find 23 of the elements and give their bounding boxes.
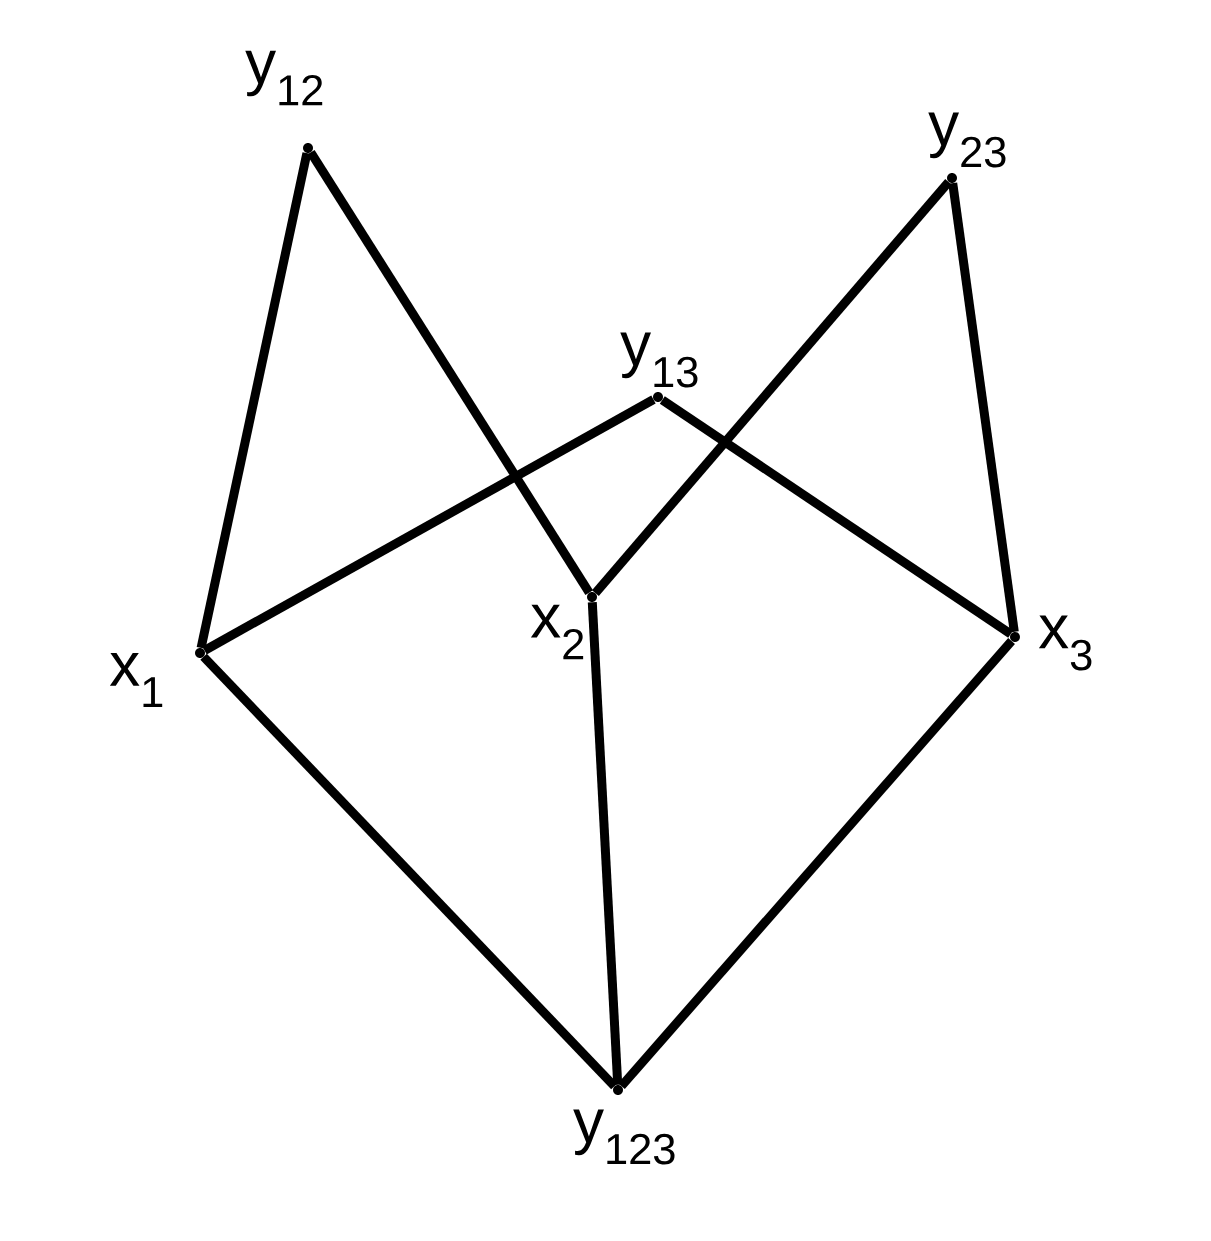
line [618, 637, 1015, 1090]
vertex-label: y$_{23}$ [928, 112, 1006, 168]
vertex-point [587, 592, 597, 602]
vertex-label: x$_{1}$ [109, 653, 163, 708]
vertex-label: x$_{2}$ [530, 604, 584, 660]
vertex-point [303, 143, 313, 153]
vertex-point [1010, 632, 1020, 642]
line [200, 653, 618, 1090]
vertex-label: y$_{13}$ [620, 332, 698, 388]
vertex-label: x$_{3}$ [1038, 615, 1092, 671]
line [591, 179, 953, 596]
line [202, 395, 656, 655]
vertex-point [613, 1085, 623, 1095]
vertex-label: y$_{123}$ [573, 1109, 675, 1165]
vertex-point [195, 648, 205, 658]
line [587, 601, 623, 1086]
vertex-point [947, 173, 957, 183]
line [659, 396, 1014, 638]
vertex-label: y$_{12}$ [245, 50, 323, 106]
vertex-point [653, 392, 663, 402]
line [306, 150, 594, 595]
line [196, 152, 312, 649]
line [948, 182, 1019, 633]
